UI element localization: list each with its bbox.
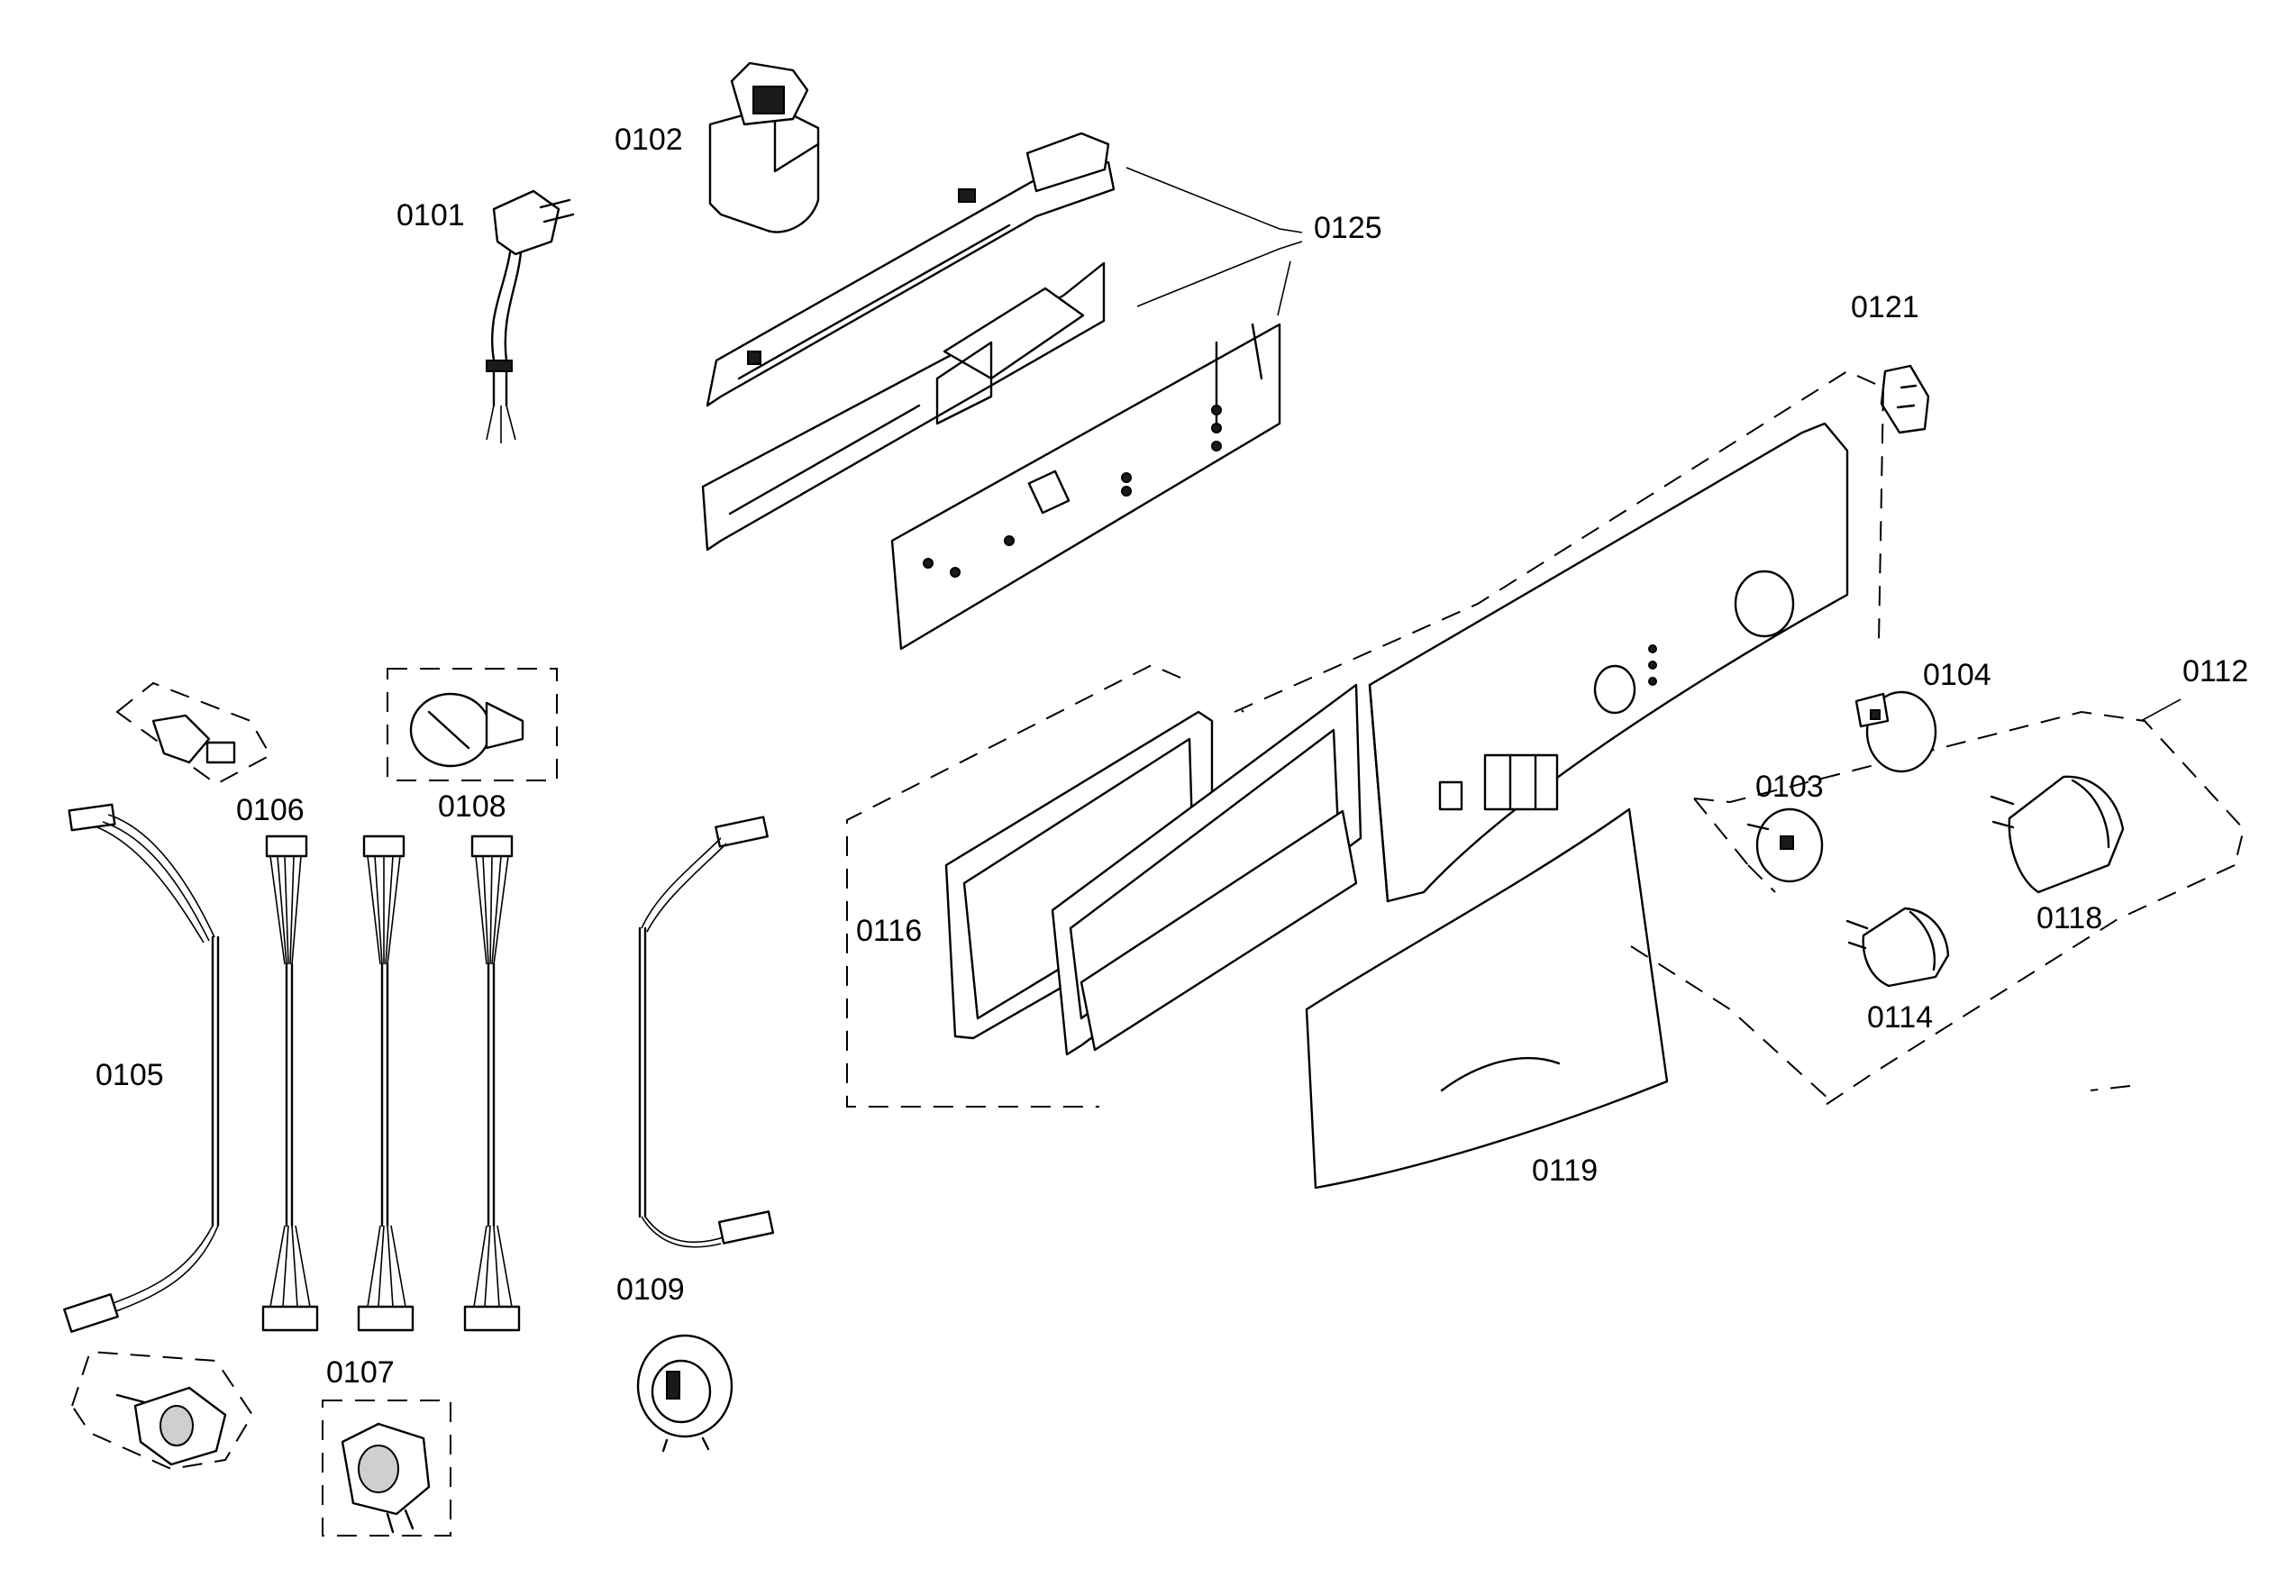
- part-0107-component: [322, 1400, 451, 1537]
- part-0109-harness: [638, 816, 775, 1248]
- part-0116-dispenser-frame: [846, 663, 1362, 1108]
- part-0114-knob: [1845, 907, 1950, 988]
- label-0112: 0112: [2182, 654, 2248, 689]
- label-0104: 0104: [1923, 658, 1991, 692]
- part-0112-knob-group: [1630, 698, 2246, 1109]
- part-0108-pressure-switch: [387, 668, 558, 781]
- part-0125-control-module: [701, 132, 1281, 651]
- label-0119: 0119: [1532, 1154, 1598, 1188]
- leader-lines-0125: [1125, 167, 1303, 316]
- label-0105: 0105: [96, 1058, 164, 1092]
- label-0116: 0116: [856, 914, 922, 948]
- part-door-lock-module: [70, 1350, 254, 1471]
- label-0103: 0103: [1755, 770, 1824, 804]
- callout-labels: 0101 0102 0125 0121 0104 0112 0103 0118 …: [96, 123, 2248, 1390]
- label-0101: 0101: [396, 198, 465, 233]
- label-0125: 0125: [1314, 211, 1382, 245]
- part-0118-knob: [1990, 775, 2125, 894]
- label-0102: 0102: [615, 123, 683, 157]
- part-0101-power-cord: [486, 189, 575, 443]
- part-control-panel-fascia: [1234, 369, 1885, 903]
- part-0107-harness: [357, 834, 415, 1332]
- label-0114: 0114: [1867, 1000, 1933, 1035]
- part-0106-harness: [261, 834, 319, 1332]
- part-0119-drawer-front: [1305, 807, 1669, 1190]
- part-0103-knob: [1746, 807, 1824, 883]
- part-0102-suppressor: [708, 61, 820, 233]
- label-0108: 0108: [438, 789, 506, 824]
- part-sensor-connector: [115, 681, 272, 786]
- part-0104-knob: [1854, 690, 1937, 773]
- label-0118: 0118: [2036, 901, 2102, 935]
- part-0121-clip: [1880, 364, 1930, 434]
- part-0105-harness: [63, 803, 220, 1333]
- part-harness-middle: [463, 834, 521, 1332]
- label-0106: 0106: [236, 793, 305, 827]
- label-0121: 0121: [1851, 290, 1919, 324]
- label-0109: 0109: [616, 1272, 685, 1307]
- part-0109-rotary-selector: [636, 1334, 733, 1453]
- label-0107: 0107: [326, 1355, 395, 1390]
